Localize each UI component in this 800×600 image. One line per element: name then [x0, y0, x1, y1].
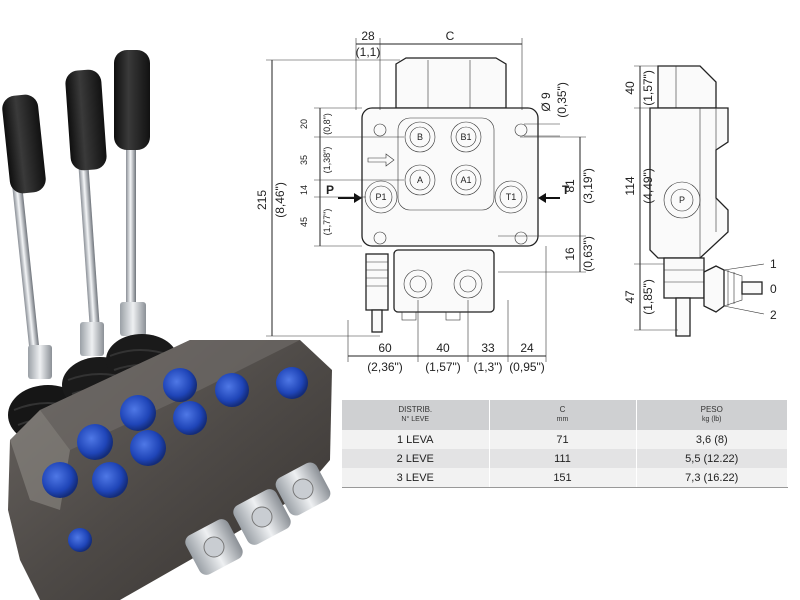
dim-side-47-inch: (1,85")	[641, 279, 655, 315]
table-row: 1 LEVA 71 3,6 (8)	[342, 430, 788, 449]
dim-side-47: 47	[623, 290, 637, 304]
dim-dia9: Ø 9	[539, 92, 553, 112]
dim-side-114-inch: (4,49")	[641, 168, 655, 204]
dim-81: 81	[563, 179, 577, 193]
dim-40-inch: (1,57")	[425, 360, 461, 374]
dim-45: 45	[299, 217, 309, 227]
row-c: 71	[489, 430, 637, 449]
table-header-row: DISTRIB. N° LEVE C mm PESO kg (lb)	[342, 400, 788, 430]
dim-33: 33	[481, 341, 495, 355]
front-dimensions: 28 (1,1) C Ø 9 (0,35") 215 (8,46") 20 (0…	[255, 29, 595, 374]
spool-plugs	[185, 462, 331, 575]
lever-rod	[10, 169, 40, 351]
port-b-label: B	[417, 132, 423, 142]
lever-joint	[120, 302, 146, 336]
port-t-label: T	[562, 183, 570, 197]
spec-table: DISTRIB. N° LEVE C mm PESO kg (lb) 1 LEV…	[342, 400, 788, 488]
dim-24: 24	[520, 341, 534, 355]
table-row: 2 LEVE 111 5,5 (12.22)	[342, 449, 788, 468]
port-a-label: A	[417, 175, 423, 185]
row-label: 2 LEVE	[342, 449, 490, 468]
dim-14: 14	[299, 185, 309, 195]
dim-20: 20	[299, 119, 309, 129]
lever-knob	[2, 94, 46, 194]
lever-pos-1: 1	[770, 257, 777, 271]
lever-pos-0: 0	[770, 282, 777, 296]
dim-16: 16	[563, 247, 577, 261]
side-dimensions: 40 (1,57") 114 (4,49") 47 (1,85")	[623, 65, 678, 331]
front-view: B B1 A A1 P1 T1 P T	[326, 57, 570, 333]
valve-photo	[2, 50, 332, 600]
header-distrib: DISTRIB. N° LEVE	[342, 400, 490, 430]
port-p1-label: P1	[375, 192, 386, 202]
side-view: P 1 0 2	[649, 65, 777, 337]
row-peso: 7,3 (16.22)	[636, 468, 788, 488]
dim-81-inch: (3,19")	[581, 168, 595, 204]
technical-drawing: B B1 A A1 P1 T1 P T 28 (1,1) C	[255, 29, 777, 374]
row-peso: 5,5 (12.22)	[636, 449, 788, 468]
dim-215: 215	[255, 190, 269, 210]
port-b1-label: B1	[460, 132, 471, 142]
dim-60: 60	[378, 341, 392, 355]
dim-c: C	[446, 29, 455, 43]
lever-pos-2: 2	[770, 308, 777, 322]
dim-20-inch: (0,8")	[322, 113, 332, 135]
lever-joint	[28, 345, 52, 379]
dim-side-114: 114	[623, 176, 637, 195]
dim-35-inch: (1,38")	[322, 147, 332, 174]
table-row: 3 LEVE 151 7,3 (16.22)	[342, 468, 788, 488]
row-c: 111	[489, 449, 637, 468]
lever-rod	[77, 149, 101, 341]
dim-side-40-inch: (1,57")	[641, 70, 655, 106]
port-caps	[42, 367, 308, 552]
dim-24-inch: (0,95")	[509, 360, 545, 374]
dim-35: 35	[299, 155, 309, 165]
header-c: C mm	[489, 400, 637, 430]
port-t1-label: T1	[506, 192, 517, 202]
header-peso: PESO kg (lb)	[636, 400, 788, 430]
lever-knob	[114, 50, 150, 150]
dim-16-inch: (0,63")	[581, 236, 595, 272]
row-c: 151	[489, 468, 637, 488]
lever-joint	[80, 322, 104, 356]
dim-33-inch: (1,3")	[474, 360, 503, 374]
lever-knob	[65, 69, 107, 171]
dim-60-inch: (2,36")	[367, 360, 403, 374]
side-port-p-label: P	[679, 195, 685, 205]
dim-40: 40	[436, 341, 450, 355]
row-label: 3 LEVE	[342, 468, 490, 488]
dim-side-40: 40	[623, 81, 637, 95]
lever-rod	[126, 130, 136, 315]
dim-dia9-inch: (0,35")	[555, 82, 569, 118]
dim-45-inch: (1,77")	[322, 209, 332, 236]
row-peso: 3,6 (8)	[636, 430, 788, 449]
dim-28: 28	[361, 29, 375, 43]
row-label: 1 LEVA	[342, 430, 490, 449]
dim-28-inch: (1,1)	[356, 45, 381, 59]
port-a1-label: A1	[460, 175, 471, 185]
port-p-label: P	[326, 183, 334, 197]
dim-215-inch: (8,46")	[273, 182, 287, 218]
